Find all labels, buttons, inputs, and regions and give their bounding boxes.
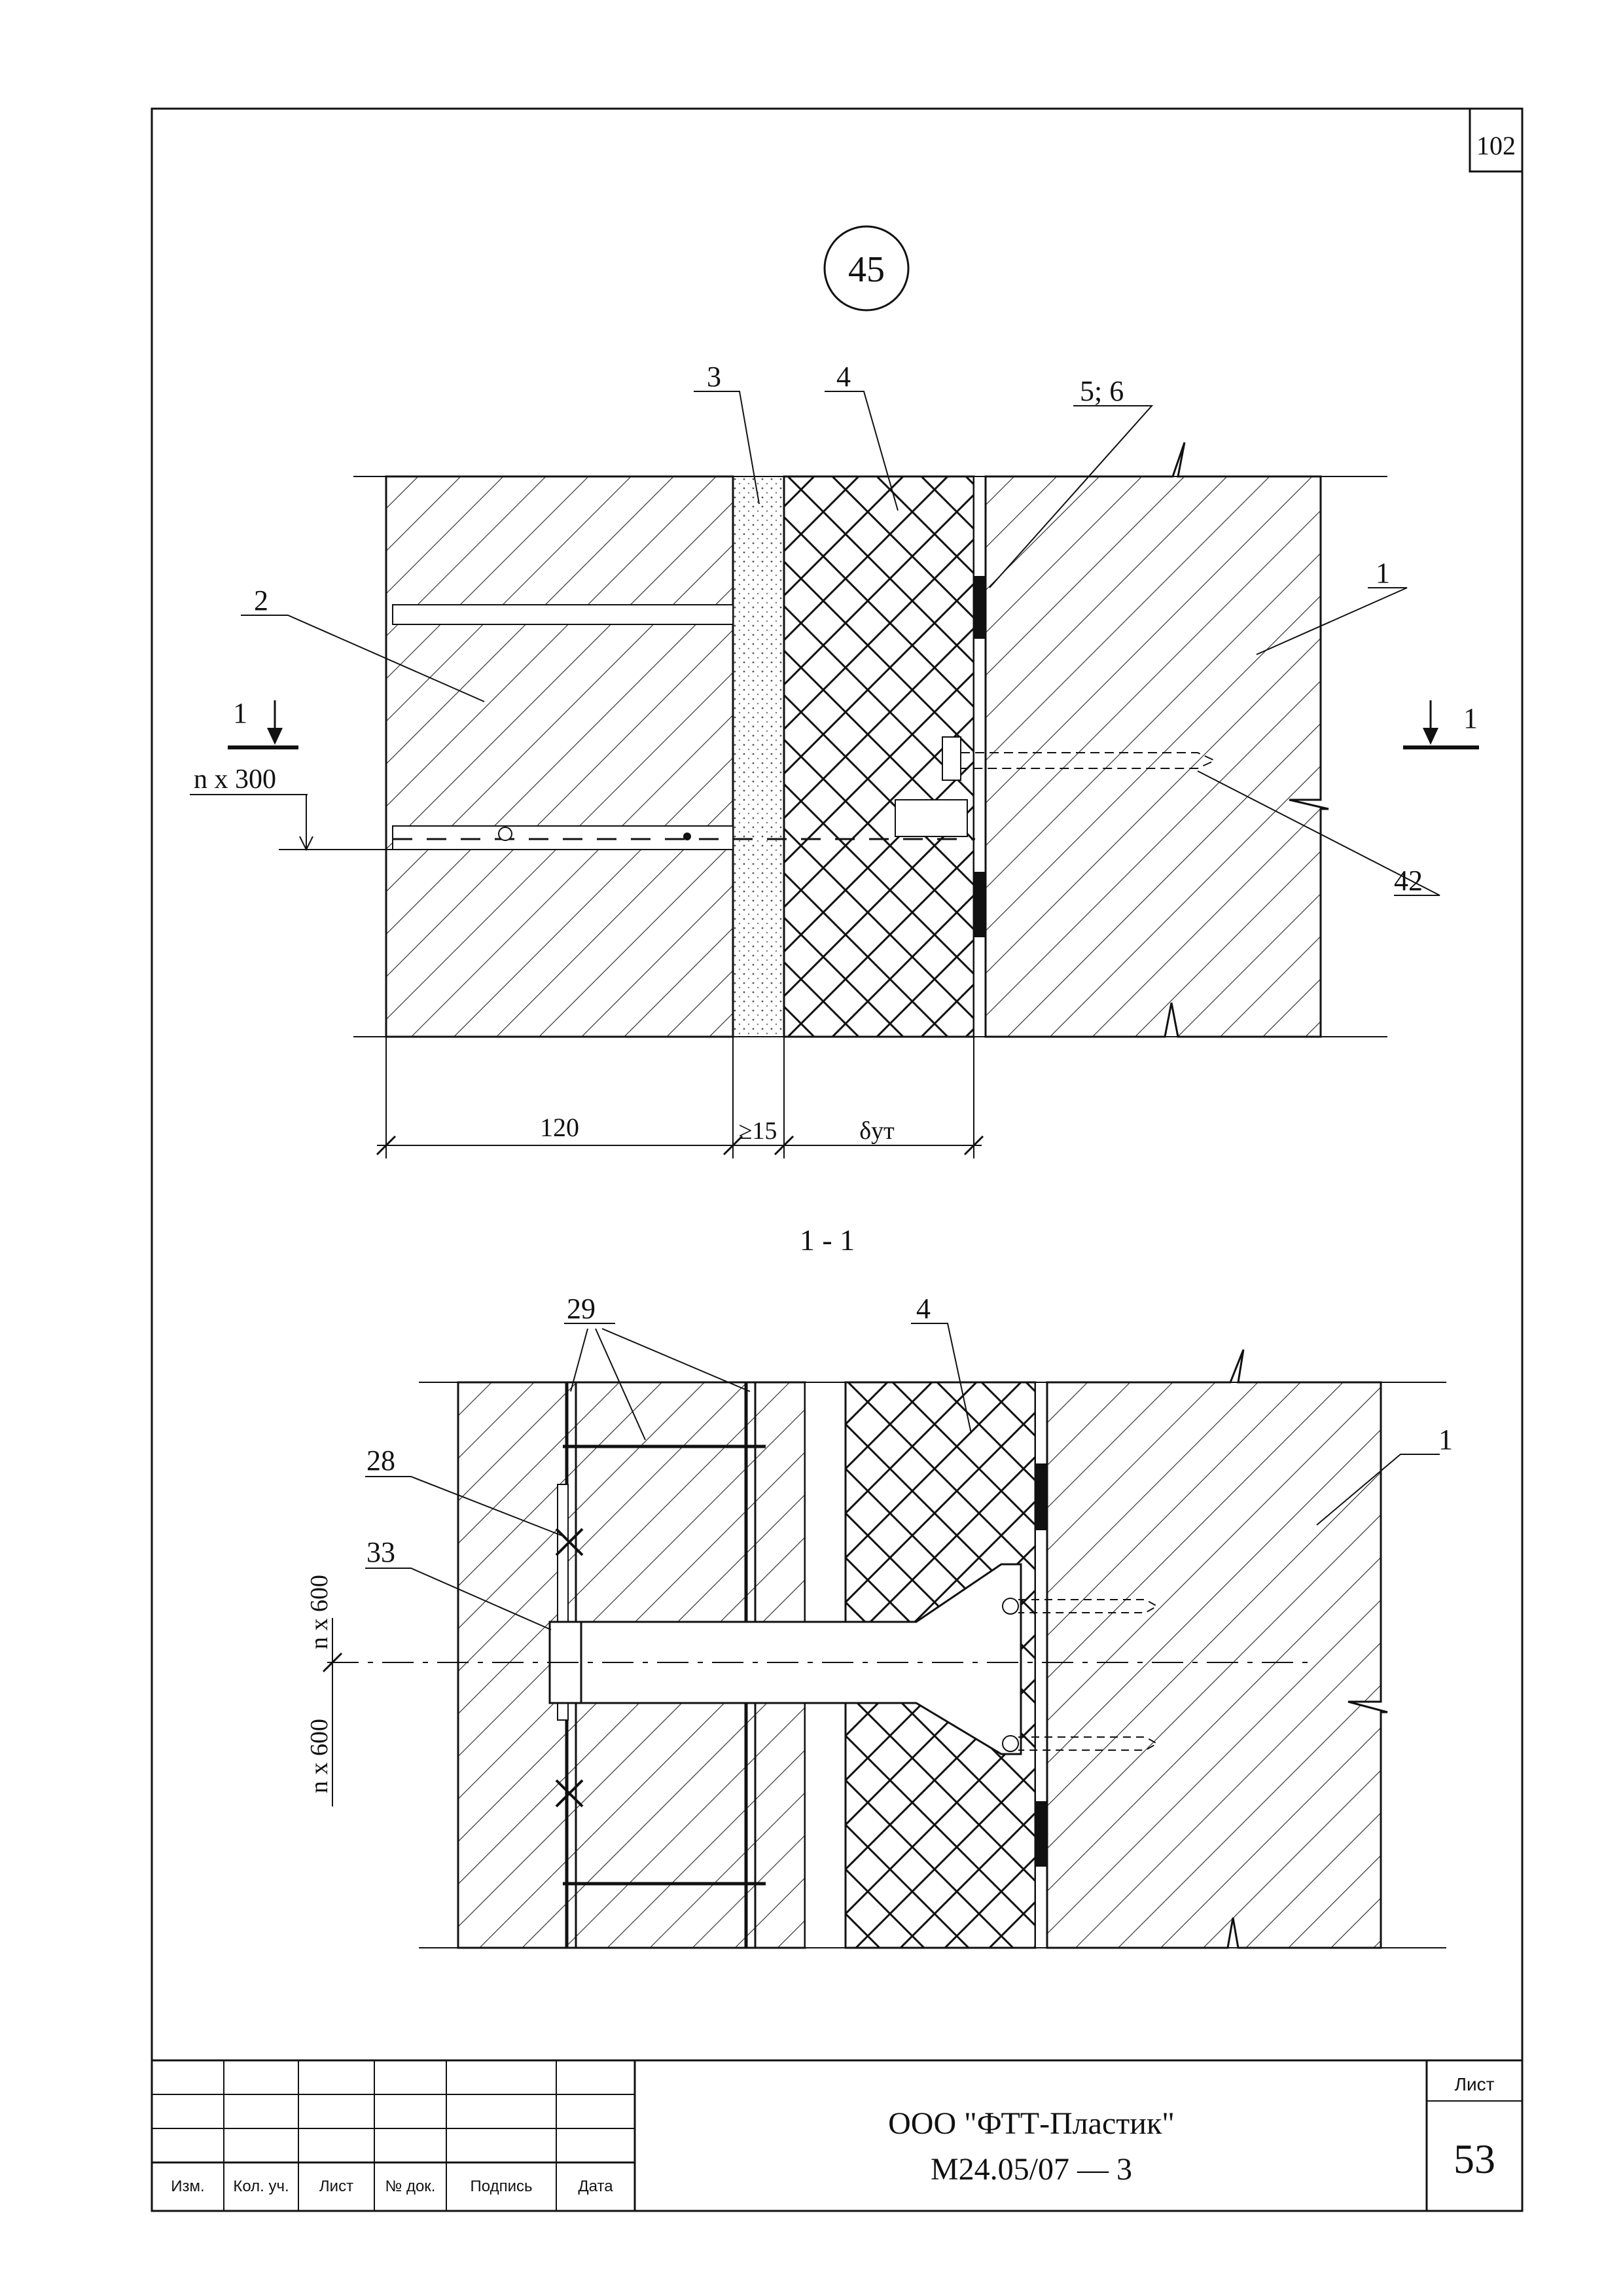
step-mark-600-upper: n x 600 <box>306 1575 333 1649</box>
lower-view: 29 4 1 28 33 n x 600 n x 600 <box>306 1293 1453 1949</box>
node-number: 45 <box>848 249 885 290</box>
tb-col-izm: Изм. <box>171 2178 204 2195</box>
step-mark-600-lower: n x 600 <box>306 1719 333 1793</box>
callout-28: 28 <box>366 1444 395 1477</box>
callout-3: 3 <box>707 361 721 393</box>
svg-text:1: 1 <box>233 697 247 729</box>
callout-33: 33 <box>366 1536 395 1568</box>
mortar-joint-upper <box>392 604 734 625</box>
anchor-head <box>942 736 961 781</box>
callout-5-6: 5; 6 <box>1080 375 1124 407</box>
seal-upper <box>974 576 986 639</box>
node-number-circle <box>823 225 910 312</box>
tb-sheet-label: Лист <box>1455 2074 1495 2094</box>
tie-bar-33 <box>580 1563 1022 1755</box>
bracket-42 <box>895 799 968 837</box>
callout-29: 29 <box>567 1293 596 1325</box>
membrane-strip <box>973 476 986 1037</box>
sheet-number-top: 102 <box>1476 131 1516 160</box>
sheet-number-box <box>1469 107 1524 173</box>
section-mark-left: 1 <box>228 697 298 749</box>
tb-sheet-value: 53 <box>1454 2136 1495 2182</box>
callout-1-upper: 1 <box>1376 557 1390 589</box>
tb-col-kol: Кол. уч. <box>233 2178 289 2195</box>
title-block: Изм. Кол. уч. Лист № док. Подпись Дата О… <box>151 2059 1524 2212</box>
x-mark-upper <box>555 1528 584 1556</box>
dimension-line-upper: 120 ≥15 δут <box>376 1037 984 1158</box>
callout-42: 42 <box>1394 865 1423 897</box>
svg-text:1: 1 <box>1463 702 1478 734</box>
callout-4-lower: 4 <box>916 1293 931 1325</box>
bearing-wall-hatch <box>984 442 1329 1038</box>
anchor-42 <box>961 752 1217 769</box>
svg-text:n x 300: n x 300 <box>194 764 276 795</box>
dim-gap: ≥15 <box>739 1117 777 1145</box>
section-mark-right: 1 <box>1403 700 1479 749</box>
tb-document-code: М24.05/07 — 3 <box>931 2152 1132 2187</box>
dim-wall-thickness: 120 <box>540 1113 579 1142</box>
tb-col-doc: № док. <box>385 2178 436 2195</box>
mortar-joint-lower <box>392 825 734 850</box>
step-mark-300: n x 300 <box>190 764 393 852</box>
callout-1-lower: 1 <box>1438 1424 1453 1456</box>
brick-wall-hatch <box>386 476 733 1037</box>
seal-lower <box>974 872 986 937</box>
tb-col-sign: Подпись <box>471 2178 533 2195</box>
callout-2: 2 <box>254 584 268 617</box>
section-title: 1 - 1 <box>800 1223 855 1257</box>
air-gap <box>732 476 785 1037</box>
x-mark-lower <box>555 1779 584 1808</box>
tb-col-date: Дата <box>578 2178 613 2195</box>
callout-4: 4 <box>836 361 851 393</box>
upper-view: 3 4 5; 6 2 1 42 1 1 n x 300 <box>190 361 1479 1158</box>
tb-organization: ООО "ФТТ-Пластик" <box>888 2106 1175 2141</box>
tb-col-list: Лист <box>319 2178 353 2195</box>
dim-insulation: δут <box>859 1117 895 1145</box>
bearing-wall-lower <box>1046 1349 1388 1949</box>
